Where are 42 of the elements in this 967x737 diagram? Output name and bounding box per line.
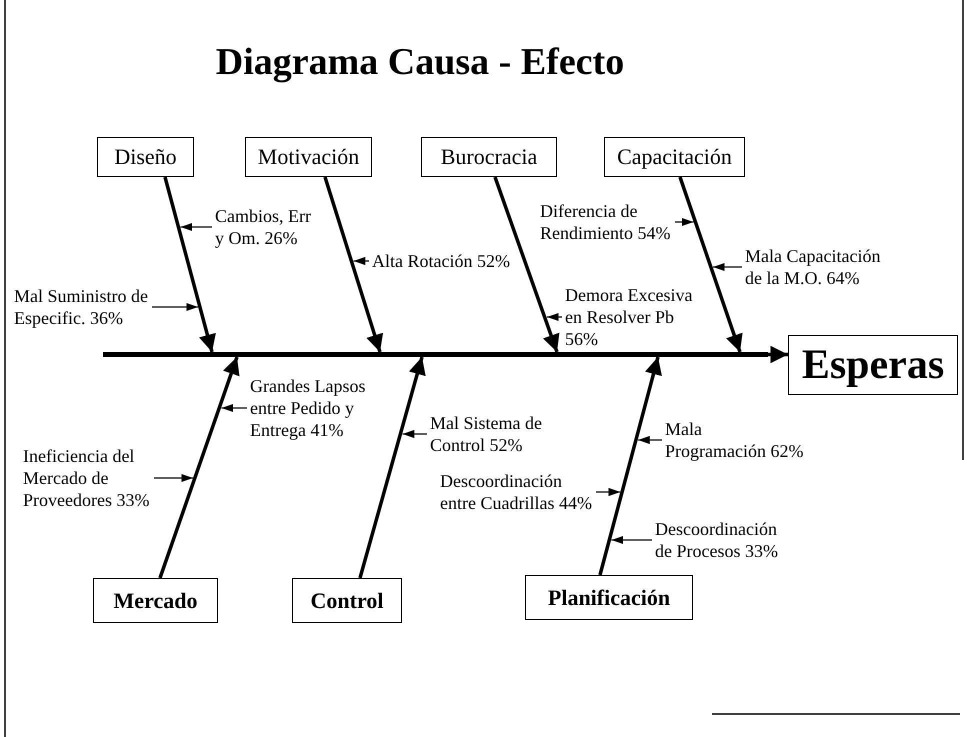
cause-arrow (402, 430, 427, 438)
effect-box: Esperas (788, 335, 958, 395)
cause-label: Descoordinación de Procesos 33% (655, 518, 779, 562)
cause-label: Demora Excesiva en Resolver Pb 56% (565, 284, 694, 350)
category-box: Planificación (525, 575, 693, 620)
cause-arrow (611, 536, 652, 544)
arrow (163, 176, 216, 352)
cause-arrow (180, 222, 212, 232)
cause-arrow (154, 474, 193, 482)
spine-bar (103, 352, 768, 357)
cause-arrow (713, 262, 742, 272)
cause-label: Cambios, Err y Om. 26% (215, 205, 312, 249)
arrow (768, 346, 788, 364)
category-box: Capacitación (604, 137, 745, 177)
cause-arrow (546, 312, 562, 322)
category-box: Control (292, 578, 402, 623)
cause-label: Mal Suministro de Especific. 36% (14, 285, 149, 329)
category-box: Diseño (97, 137, 194, 177)
cause-label: Diferencia de Rendimiento 54% (540, 200, 672, 244)
category-box: Burocracia (421, 137, 557, 177)
category-box: Motivación (245, 137, 372, 177)
category-box: Mercado (93, 578, 218, 623)
arrow (158, 356, 240, 579)
cause-label: Alta Rotación 52% (372, 250, 511, 272)
cause-arrow (675, 218, 694, 226)
cause-arrow (152, 302, 198, 312)
cause-label: Grandes Lapsos entre Pedido y Entrega 41% (250, 375, 367, 441)
arrow (493, 176, 560, 353)
cause-arrow (596, 488, 620, 496)
cause-label: Mala Programación 62% (665, 418, 805, 462)
diagram-title: Diagrama Causa - Efecto (214, 40, 626, 84)
cause-arrow (354, 256, 369, 266)
arrow (323, 176, 384, 353)
cause-label: Mala Capacitación de la M.O. 64% (745, 245, 882, 289)
cause-label: Descoordinación entre Cuadrillas 44% (440, 470, 593, 514)
arrow (678, 176, 743, 353)
cause-arrow (638, 436, 662, 444)
cause-label: Mal Sistema de Control 52% (430, 412, 543, 456)
cause-arrow (222, 404, 247, 412)
arrow (358, 356, 426, 578)
cause-label: Ineficiencia del Mercado de Proveedores 33% (23, 445, 151, 511)
arrow (598, 356, 662, 576)
